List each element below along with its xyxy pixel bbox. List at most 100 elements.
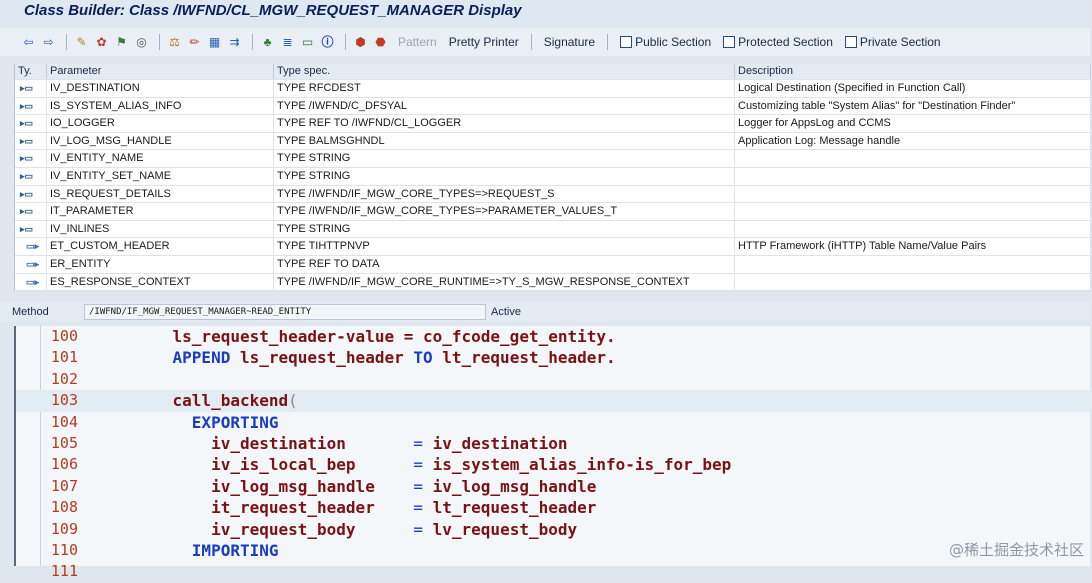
code-text[interactable]: IMPORTING (134, 540, 279, 561)
code-line[interactable]: 104 EXPORTING (16, 412, 1092, 433)
stack-icon[interactable]: ≣ (282, 34, 293, 49)
type-spec-cell[interactable]: TYPE /IWFND/IF_MGW_CORE_RUNTIME=>TY_S_MG… (274, 273, 735, 291)
type-cell[interactable]: ▭▸ (15, 273, 47, 291)
type-spec-cell[interactable]: TYPE STRING (274, 167, 735, 185)
back-arrow-icon[interactable]: ⇦ (23, 34, 34, 49)
session-breakpoint-icon[interactable]: ⬣ (375, 34, 386, 49)
screen-icon[interactable]: ▭ (301, 34, 314, 49)
description-cell[interactable] (735, 220, 1091, 238)
column-header-description[interactable]: Description (735, 64, 1091, 79)
activate-icon[interactable]: ⚑ (116, 34, 127, 49)
inspect-icon[interactable]: ⇉ (229, 34, 240, 49)
type-spec-cell[interactable]: TYPE /IWFND/C_DFSYAL (274, 97, 735, 115)
private-section-button[interactable]: Private Section (844, 35, 941, 49)
parameter-cell[interactable]: ES_RESPONSE_CONTEXT (47, 273, 274, 291)
code-line[interactable]: 100 ls_request_header-value = co_fcode_g… (16, 326, 1092, 347)
code-line[interactable]: 101 APPEND ls_request_header TO lt_reque… (16, 347, 1092, 368)
type-cell[interactable]: ▸▭ (15, 203, 47, 221)
where-used-icon[interactable]: ⚖ (169, 34, 180, 49)
type-cell[interactable]: ▭▸ (15, 238, 47, 256)
type-cell[interactable]: ▸▭ (15, 167, 47, 185)
type-spec-cell[interactable]: TYPE STRING (274, 150, 735, 168)
parameter-cell[interactable]: IV_LOG_MSG_HANDLE (47, 132, 274, 150)
code-line[interactable]: 102 (16, 369, 1092, 390)
parameter-cell[interactable]: IV_INLINES (47, 220, 274, 238)
public-section-button[interactable]: Public Section (620, 35, 711, 49)
type-spec-cell[interactable]: TYPE REF TO DATA (274, 255, 735, 273)
parameter-cell[interactable]: IO_LOGGER (47, 115, 274, 133)
check-icon[interactable]: ◎ (136, 34, 147, 49)
description-cell[interactable] (735, 255, 1091, 273)
type-cell[interactable]: ▸▭ (15, 132, 47, 150)
parameter-cell[interactable]: IV_DESTINATION (47, 80, 274, 97)
protected-section-button[interactable]: Protected Section (723, 35, 833, 49)
code-text[interactable]: iv_request_body = lv_request_body (134, 519, 577, 540)
description-cell[interactable]: Customizing table "System Alias" for "De… (735, 97, 1091, 115)
code-text[interactable]: APPEND ls_request_header TO lt_request_h… (134, 347, 616, 368)
code-line[interactable]: 110 IMPORTING (16, 540, 1092, 561)
code-line[interactable]: 105 iv_destination = iv_destination (16, 433, 1092, 454)
pattern-button[interactable]: Pattern (398, 35, 437, 49)
description-cell[interactable] (735, 273, 1091, 291)
type-spec-cell[interactable]: TYPE STRING (274, 220, 735, 238)
description-cell[interactable]: Application Log: Message handle (735, 132, 1091, 150)
type-spec-cell[interactable]: TYPE BALMSGHNDL (274, 132, 735, 150)
code-line[interactable]: 111 (16, 561, 1092, 582)
parameter-cell[interactable]: IV_ENTITY_NAME (47, 150, 274, 168)
column-header-parameter[interactable]: Parameter (47, 64, 274, 79)
pencil-icon[interactable]: ✏ (189, 34, 200, 49)
code-text[interactable]: iv_log_msg_handle = iv_log_msg_handle (134, 476, 596, 497)
description-cell[interactable] (735, 185, 1091, 203)
type-spec-cell[interactable]: TYPE RFCDEST (274, 80, 735, 97)
type-cell[interactable]: ▭▸ (15, 255, 47, 273)
code-line[interactable]: 107 iv_log_msg_handle = iv_log_msg_handl… (16, 476, 1092, 497)
other-object-icon[interactable]: ✎ (76, 34, 87, 49)
navigate-icon[interactable]: ▦ (208, 34, 221, 49)
code-line[interactable]: 106 iv_is_local_bep = is_system_alias_in… (16, 454, 1092, 475)
code-text[interactable]: it_request_header = lt_request_header (134, 497, 596, 518)
hierarchy-icon[interactable]: ♣ (263, 34, 272, 49)
forward-arrow-icon[interactable]: ⇨ (43, 34, 54, 49)
column-header-type[interactable]: Ty. (15, 64, 47, 79)
parameter-cell[interactable]: ER_ENTITY (47, 255, 274, 273)
description-cell[interactable] (735, 167, 1091, 185)
type-cell[interactable]: ▸▭ (15, 80, 47, 97)
description-cell[interactable] (735, 150, 1091, 168)
method-name-field[interactable]: /IWFND/IF_MGW_REQUEST_MANAGER~READ_ENTIT… (84, 304, 486, 320)
type-cell[interactable]: ▸▭ (15, 115, 47, 133)
type-cell[interactable]: ▸▭ (15, 220, 47, 238)
description-cell[interactable]: HTTP Framework (iHTTP) Table Name/Value … (735, 238, 1091, 256)
code-text[interactable]: iv_destination = iv_destination (134, 433, 567, 454)
type-cell[interactable]: ▸▭ (15, 150, 47, 168)
parameter-cell[interactable]: ET_CUSTOM_HEADER (47, 238, 274, 256)
code-line[interactable]: 108 it_request_header = lt_request_heade… (16, 497, 1092, 518)
description-cell[interactable]: Logger for AppsLog and CCMS (735, 115, 1091, 133)
description-cell[interactable]: Logical Destination (Specified in Functi… (735, 80, 1091, 97)
parameter-cell[interactable]: IT_PARAMETER (47, 203, 274, 221)
code-text[interactable]: iv_is_local_bep = is_system_alias_info-i… (134, 454, 731, 475)
type-spec-cell[interactable]: TYPE /IWFND/IF_MGW_CORE_TYPES=>REQUEST_S (274, 185, 735, 203)
code-line[interactable]: 109 iv_request_body = lv_request_body (16, 519, 1092, 540)
type-spec-cell[interactable]: TYPE REF TO /IWFND/CL_LOGGER (274, 115, 735, 133)
breakpoint-icon[interactable]: ⬢ (355, 34, 366, 49)
parameter-cell[interactable]: IS_SYSTEM_ALIAS_INFO (47, 97, 274, 115)
info-icon[interactable]: ⓘ (321, 34, 334, 49)
type-spec-cell[interactable]: TYPE /IWFND/IF_MGW_CORE_TYPES=>PARAMETER… (274, 203, 735, 221)
type-cell[interactable]: ▸▭ (15, 185, 47, 203)
code-text[interactable]: ls_request_header-value = co_fcode_get_e… (134, 326, 616, 347)
signature-button[interactable]: Signature (543, 35, 596, 49)
description-cell[interactable] (735, 203, 1091, 221)
code-text[interactable]: call_backend( (134, 390, 298, 411)
code-text[interactable]: EXPORTING (134, 412, 279, 433)
